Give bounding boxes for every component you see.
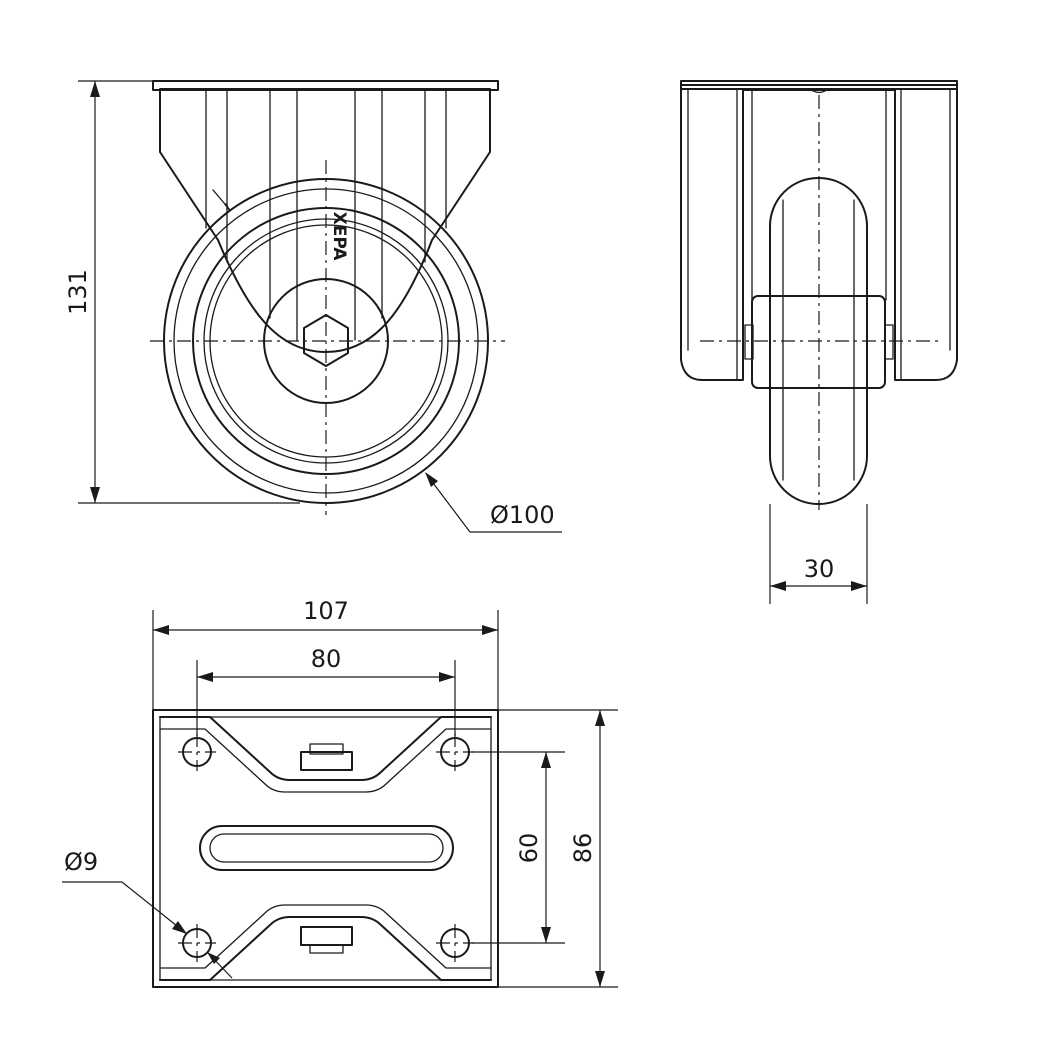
axle-nut xyxy=(303,314,349,367)
center-slot xyxy=(199,825,454,871)
dimension-label-plate-width: 107 xyxy=(303,597,349,625)
dimension-label-plate-length: 86 xyxy=(569,833,597,864)
dimension-hole-diameter: Ø9 xyxy=(62,848,233,979)
dimension-label-width: 30 xyxy=(804,555,835,583)
dimension-plate-width: 107 xyxy=(152,597,499,710)
top-view: 107 80 60 86 xyxy=(62,597,618,988)
front-view: XEPA 131 Ø100 xyxy=(64,80,562,533)
dimension-label-hole-y: 60 xyxy=(515,833,543,864)
brand-mark: XEPA xyxy=(329,212,349,262)
dimension-hole-spacing-y: 60 xyxy=(472,751,565,944)
dimension-label-hole-diameter: Ø9 xyxy=(64,848,98,876)
dimension-wheel-diameter: Ø100 xyxy=(425,472,562,533)
side-view: 30 xyxy=(680,80,958,604)
dimension-label-hole-x: 80 xyxy=(311,645,342,673)
dimension-hole-spacing-x: 80 xyxy=(196,645,456,736)
dimension-label-height: 131 xyxy=(64,269,92,315)
mounting-holes xyxy=(178,733,474,962)
dimension-plate-length: 86 xyxy=(498,709,618,988)
dimension-label-diameter: Ø100 xyxy=(490,501,555,529)
dimension-wheel-width: 30 xyxy=(769,504,868,604)
dimension-height: 131 xyxy=(64,80,300,504)
